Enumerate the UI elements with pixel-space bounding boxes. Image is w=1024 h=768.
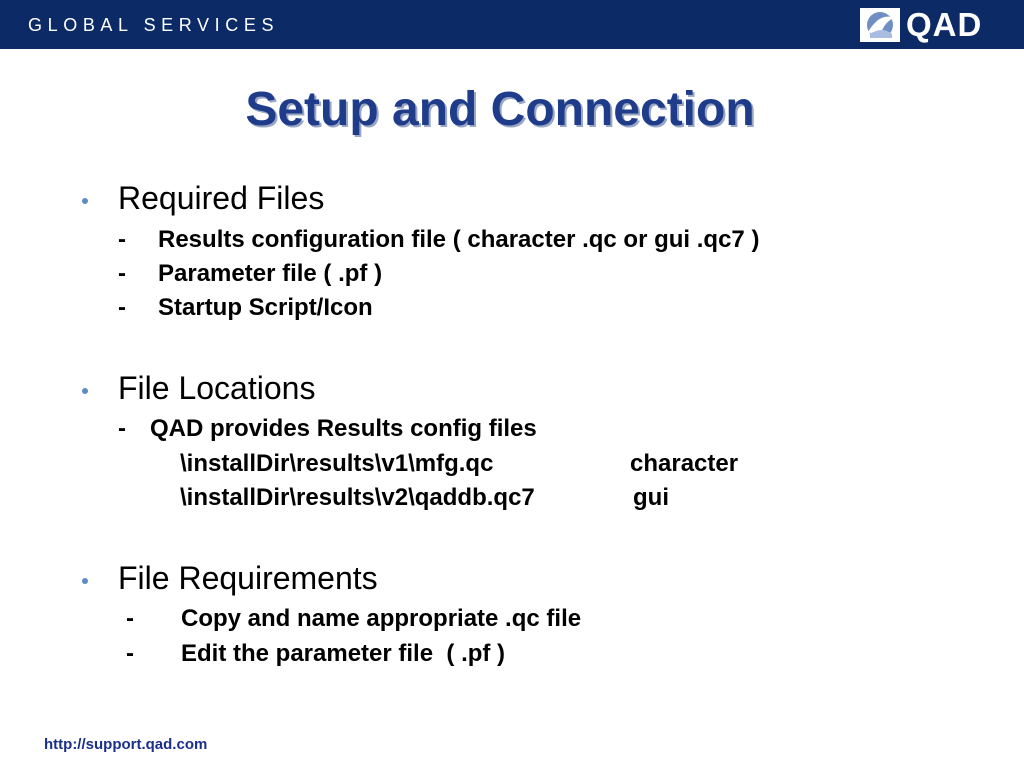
slide-title: Setup and Connection <box>245 83 755 136</box>
config-path: \installDir\results\v2\qaddb.qc7 <box>180 484 535 511</box>
list-dash: - <box>126 605 134 632</box>
section-heading-file-locations: File Locations <box>118 370 316 406</box>
list-dash: - <box>118 226 126 253</box>
header-bar: GLOBAL SERVICES QAD <box>0 0 1024 49</box>
section-heading-required-files: Required Files <box>118 180 325 216</box>
bullet-dot-icon <box>82 578 88 584</box>
list-dash: - <box>126 640 134 667</box>
bullet-dot-icon <box>82 388 88 394</box>
list-item: QAD provides Results config files <box>150 415 537 442</box>
section-heading-file-requirements: File Requirements <box>118 560 378 596</box>
config-type: gui <box>633 484 669 511</box>
list-item: Parameter file ( .pf ) <box>158 260 383 287</box>
list-dash: - <box>118 415 126 442</box>
qad-logo-icon <box>860 8 900 42</box>
list-item: Edit the parameter file ( .pf ) <box>181 640 506 667</box>
list-dash: - <box>118 260 126 287</box>
config-type: character <box>630 450 739 477</box>
list-item: Copy and name appropriate .qc file <box>181 605 582 632</box>
header-title: GLOBAL SERVICES <box>28 15 280 35</box>
bullet-dot-icon <box>82 198 88 204</box>
list-item: Results configuration file ( character .… <box>158 226 760 253</box>
config-path: \installDir\results\v1\mfg.qc <box>180 450 494 477</box>
list-dash: - <box>118 294 126 321</box>
support-link[interactable]: http://support.qad.com <box>44 736 208 753</box>
logo-text: QAD <box>906 6 983 43</box>
list-item: Startup Script/Icon <box>158 294 373 321</box>
qad-logo: QAD <box>860 6 1010 43</box>
